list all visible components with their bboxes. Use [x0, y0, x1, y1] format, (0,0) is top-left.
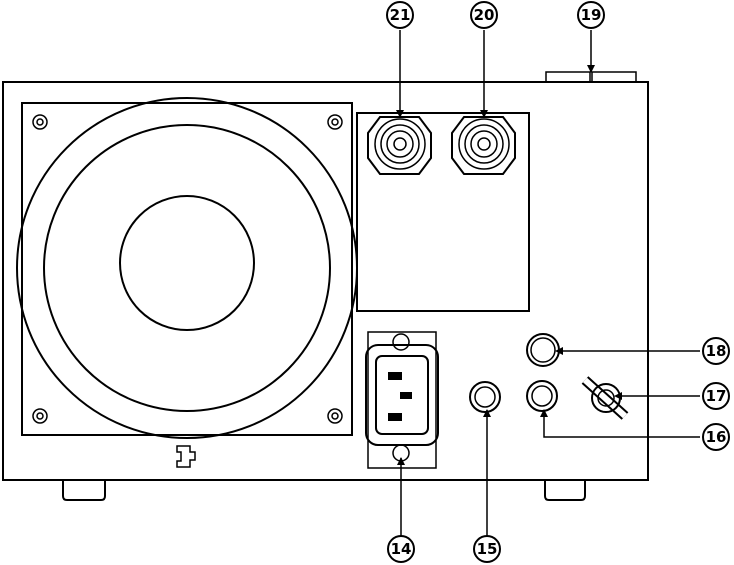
svg-text:14: 14 [391, 540, 412, 558]
top-tab-19 [546, 72, 636, 82]
foot-left [63, 480, 105, 500]
callout-19: 19 [578, 2, 604, 28]
fan-screw-icon [328, 115, 342, 129]
svg-text:21: 21 [390, 6, 411, 24]
chassis-outline [3, 82, 648, 480]
svg-text:19: 19 [581, 6, 602, 24]
callout-15: 15 [474, 536, 500, 562]
callout-17: 17 [703, 383, 729, 409]
modular-jack-icon [177, 446, 195, 467]
callout-21: 21 [387, 2, 413, 28]
fan-screw-icon [328, 409, 342, 423]
svg-text:17: 17 [706, 387, 727, 405]
callout-20: 20 [471, 2, 497, 28]
knob-18 [527, 334, 559, 366]
fan-screw-icon [33, 409, 47, 423]
svg-text:15: 15 [477, 540, 498, 558]
cooling-fan [17, 98, 357, 438]
coax-connector-20 [452, 117, 515, 174]
jack-16 [527, 381, 557, 411]
svg-text:16: 16 [706, 428, 727, 446]
callout-14: 14 [388, 536, 414, 562]
svg-text:20: 20 [474, 6, 495, 24]
svg-text:18: 18 [706, 342, 727, 360]
coax-connector-21 [368, 117, 431, 174]
foot-right [545, 480, 585, 500]
ac-power-inlet [366, 332, 438, 468]
callout-16: 16 [703, 424, 729, 450]
leader-lines [396, 30, 700, 536]
jack-15 [470, 382, 500, 412]
fan-screw-icon [33, 115, 47, 129]
callout-18: 18 [703, 338, 729, 364]
